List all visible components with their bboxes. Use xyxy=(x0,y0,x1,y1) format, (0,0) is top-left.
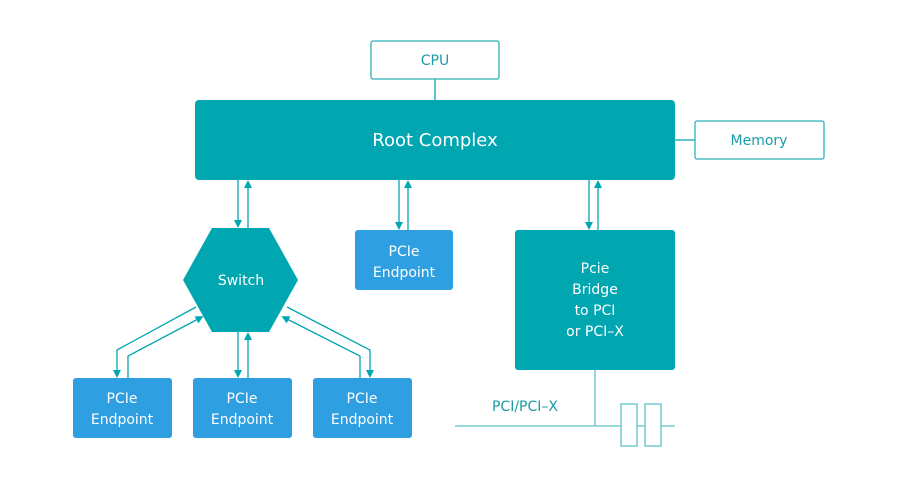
root-complex-node: Root Complex xyxy=(195,100,675,180)
endpoint-label: PCIe xyxy=(347,391,378,407)
connectors xyxy=(113,79,695,378)
endpoint-label: Endpoint xyxy=(331,412,394,428)
pci-slot xyxy=(620,403,638,447)
bridge-label: Pcie xyxy=(581,261,610,277)
endpoint-2: PCIe Endpoint xyxy=(193,378,292,438)
memory-node: Memory xyxy=(694,120,825,160)
switch-label: Switch xyxy=(218,273,264,289)
arrow-ep3-to-switch xyxy=(281,316,361,378)
bridge-label: to PCI xyxy=(575,303,616,319)
endpoint-3: PCIe Endpoint xyxy=(313,378,412,438)
switch-node: Switch xyxy=(183,228,298,332)
bridge-label: Bridge xyxy=(572,282,618,298)
endpoint-label: PCIe xyxy=(107,391,138,407)
root-complex-label: Root Complex xyxy=(372,130,498,151)
endpoint-label: PCIe xyxy=(389,244,420,260)
bridge-label: or PCI–X xyxy=(566,324,624,340)
endpoint-label: Endpoint xyxy=(91,412,154,428)
pci-slot xyxy=(644,403,662,447)
pci-bus xyxy=(455,370,675,447)
endpoint-label: Endpoint xyxy=(211,412,274,428)
bridge-node: Pcie Bridge to PCI or PCI–X xyxy=(515,230,675,370)
cpu-label: CPU xyxy=(421,53,449,69)
arrow-switch-to-ep1 xyxy=(113,306,197,378)
bus-label: PCI/PCI–X xyxy=(492,399,558,415)
arrow-switch-to-ep3 xyxy=(286,306,374,378)
endpoint-middle: PCIe Endpoint xyxy=(355,230,453,290)
endpoint-1: PCIe Endpoint xyxy=(73,378,172,438)
cpu-node: CPU xyxy=(370,40,500,80)
arrow-ep1-to-switch xyxy=(127,316,204,378)
memory-label: Memory xyxy=(731,133,788,149)
endpoint-label: Endpoint xyxy=(373,265,436,281)
endpoint-label: PCIe xyxy=(227,391,258,407)
